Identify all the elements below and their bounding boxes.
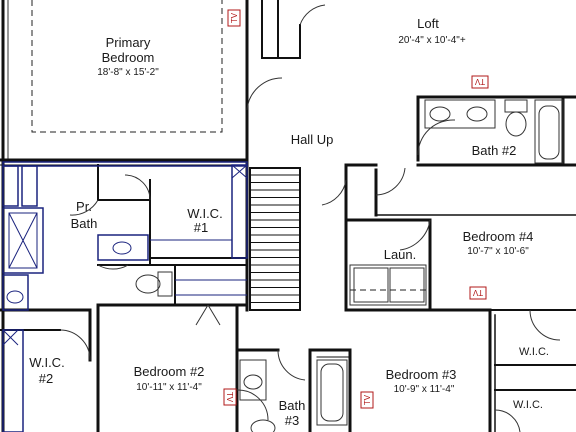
bath3-fixtures <box>239 359 348 432</box>
hall-up-name: Hall Up <box>291 132 334 147</box>
staircase <box>249 167 301 311</box>
wic2-name-1: W.I.C. <box>29 355 64 370</box>
pr-bath-name-2: Bath <box>71 216 98 231</box>
svg-text:TV: TV <box>225 392 234 403</box>
room-labels: Primary Bedroom 18'-8" x 15'-2" Loft 20'… <box>29 16 549 428</box>
svg-text:TV: TV <box>363 394 372 405</box>
bedroom4-name: Bedroom #4 <box>463 229 534 244</box>
primary-bedroom-dims: 18'-8" x 15'-2" <box>97 67 159 78</box>
door-swings <box>59 4 561 432</box>
wic-right-lower-name: W.I.C. <box>513 399 543 411</box>
bedroom2-dims: 10'-11" x 11'-4" <box>136 382 202 393</box>
bath3-name-2: #3 <box>285 413 299 428</box>
loft-name: Loft <box>417 16 439 31</box>
wic-right-upper-name: W.I.C. <box>519 346 549 358</box>
tv-markers: TV TV TV TV TV <box>223 9 489 409</box>
primary-bedroom-name-2: Bedroom <box>102 50 155 65</box>
bedroom3-dims: 10'-9" x 11'-4" <box>394 384 455 395</box>
primary-bath-fixtures <box>2 161 248 432</box>
tv-marker-bedroom3: TV <box>360 391 374 409</box>
laundry-name: Laun. <box>384 247 417 262</box>
wic2-name-2: #2 <box>39 371 53 386</box>
tv-marker-primary: TV <box>227 9 241 27</box>
svg-text:TV: TV <box>474 77 485 86</box>
bath3-name-1: Bath <box>279 398 306 413</box>
tv-marker-bedroom2: TV <box>223 388 237 406</box>
tv-marker-bedroom4: TV <box>469 286 487 300</box>
toilet-primary <box>135 271 173 297</box>
wic1-name-1: W.I.C. <box>187 206 222 221</box>
pr-bath-name-1: Pr. <box>76 199 92 214</box>
bath2-fixtures <box>424 99 564 164</box>
primary-bedroom-name-1: Primary <box>106 35 151 50</box>
laundry-appliances <box>349 264 427 306</box>
bedroom3-name: Bedroom #3 <box>386 367 457 382</box>
bath2-name: Bath #2 <box>472 143 517 158</box>
loft-dims: 20'-4" x 10'-4"+ <box>398 35 466 46</box>
bedroom2-name: Bedroom #2 <box>134 364 205 379</box>
bedroom4-dims: 10'-7" x 10'-6" <box>467 246 529 257</box>
tv-marker-loft: TV <box>471 75 489 89</box>
svg-text:TV: TV <box>472 288 483 297</box>
svg-text:TV: TV <box>230 12 239 23</box>
wic1-name-2: #1 <box>194 220 208 235</box>
